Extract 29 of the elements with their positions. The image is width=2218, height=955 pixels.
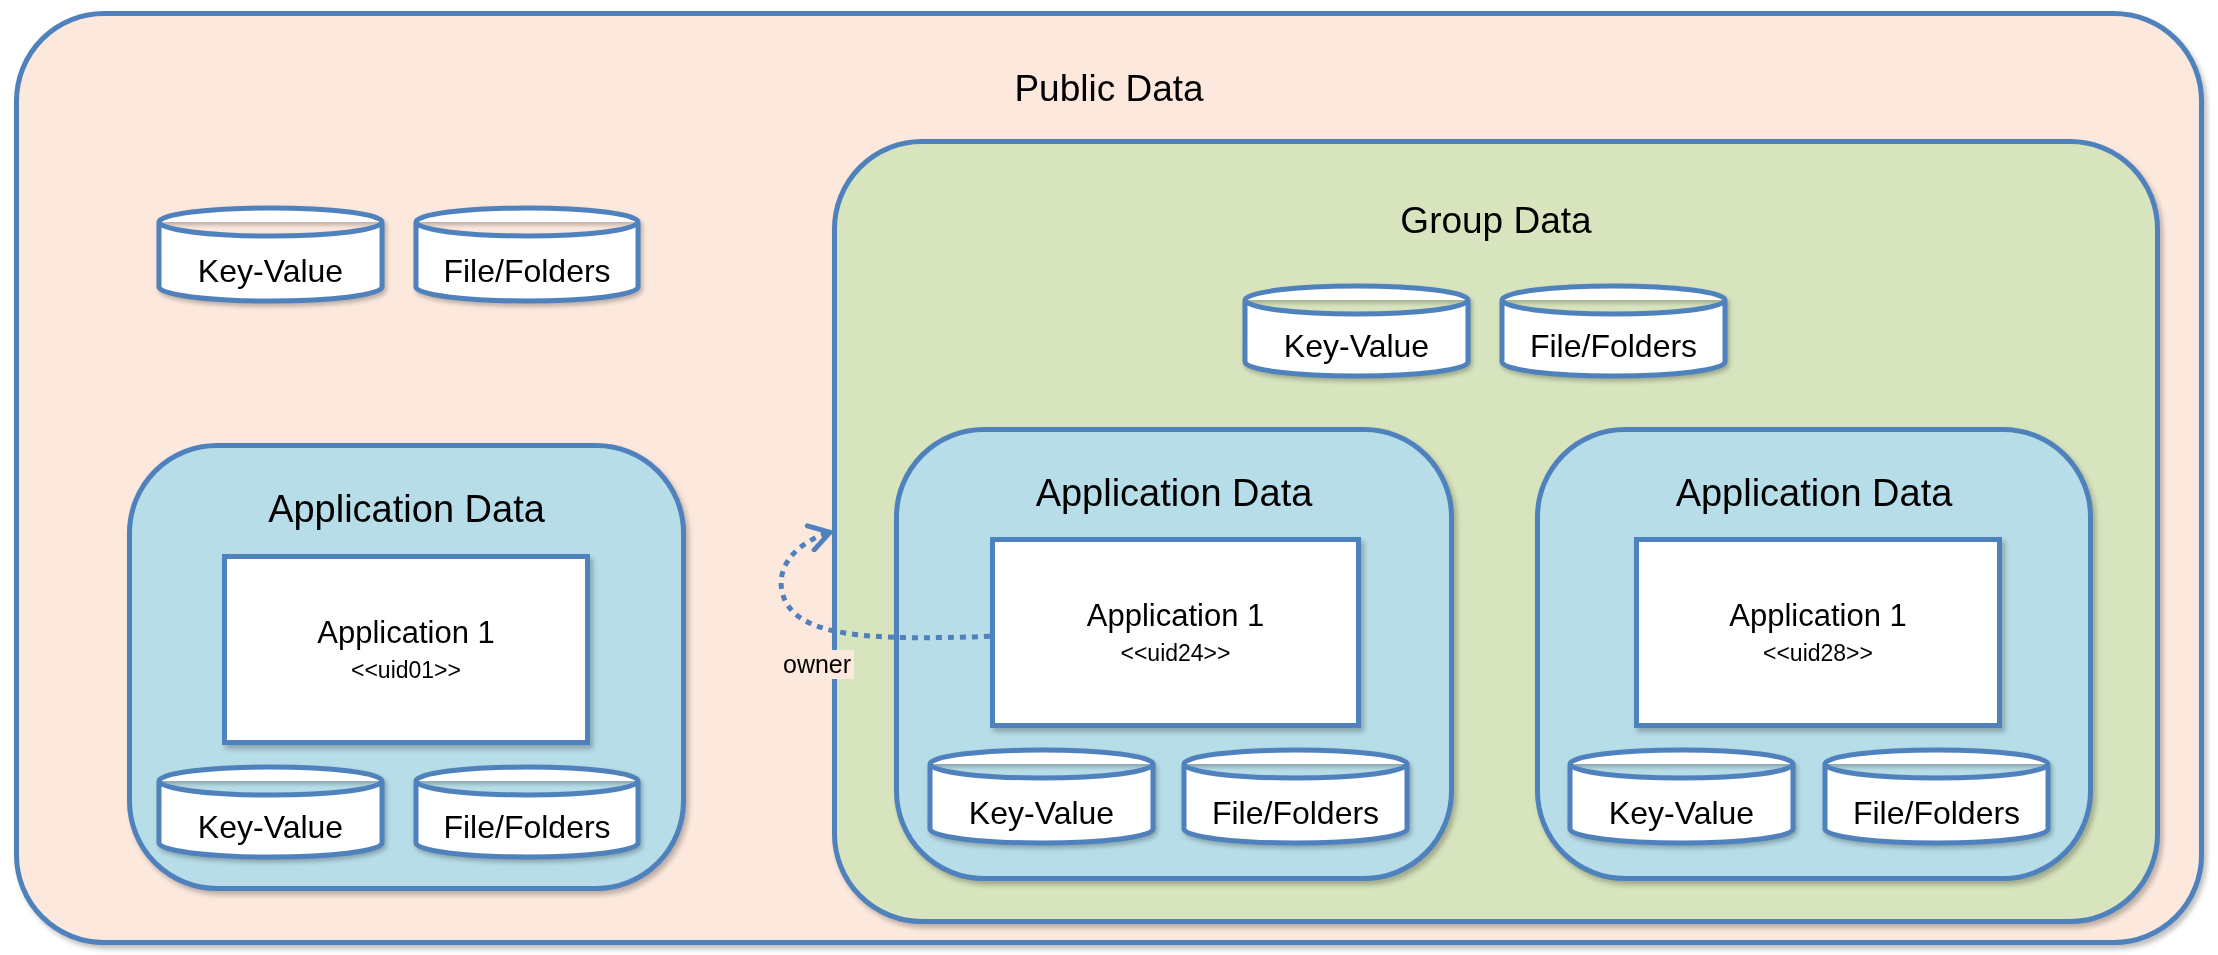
store-label: File/Folders <box>1851 795 2022 832</box>
uid-label: <<uid28>> <box>1763 640 1873 667</box>
store-label: Key-Value <box>1282 328 1431 365</box>
application-box <box>1634 537 2002 728</box>
uid-label: <<uid01>> <box>351 657 461 684</box>
application-name: Application 1 <box>1086 598 1265 634</box>
data-zone <box>1535 427 2093 881</box>
store-label: File/Folders <box>1210 795 1381 832</box>
zone-title: Application Data <box>267 488 546 531</box>
data-zone <box>127 443 686 891</box>
data-zone <box>894 427 1454 881</box>
data-zone <box>14 11 2204 945</box>
zone-title: Application Data <box>1034 472 1314 515</box>
store-label: Key-Value <box>967 795 1116 832</box>
zone-title: Group Data <box>1399 200 1593 242</box>
store-label: File/Folders <box>442 253 612 290</box>
store-label: File/Folders <box>442 809 612 846</box>
application-name: Application 1 <box>1729 598 1907 634</box>
store-label: Key-Value <box>196 253 345 290</box>
zone-title: Application Data <box>1674 472 1954 515</box>
store-label: File/Folders <box>1528 328 1699 365</box>
application-box <box>222 554 590 745</box>
zone-title: Public Data <box>1013 68 1205 110</box>
application-name: Application 1 <box>317 615 495 651</box>
uid-label: <<uid24>> <box>1120 640 1231 667</box>
store-label: Key-Value <box>1607 795 1756 832</box>
dotted-arrow <box>778 524 991 641</box>
store-label: Key-Value <box>196 809 345 846</box>
application-box <box>990 537 1361 728</box>
